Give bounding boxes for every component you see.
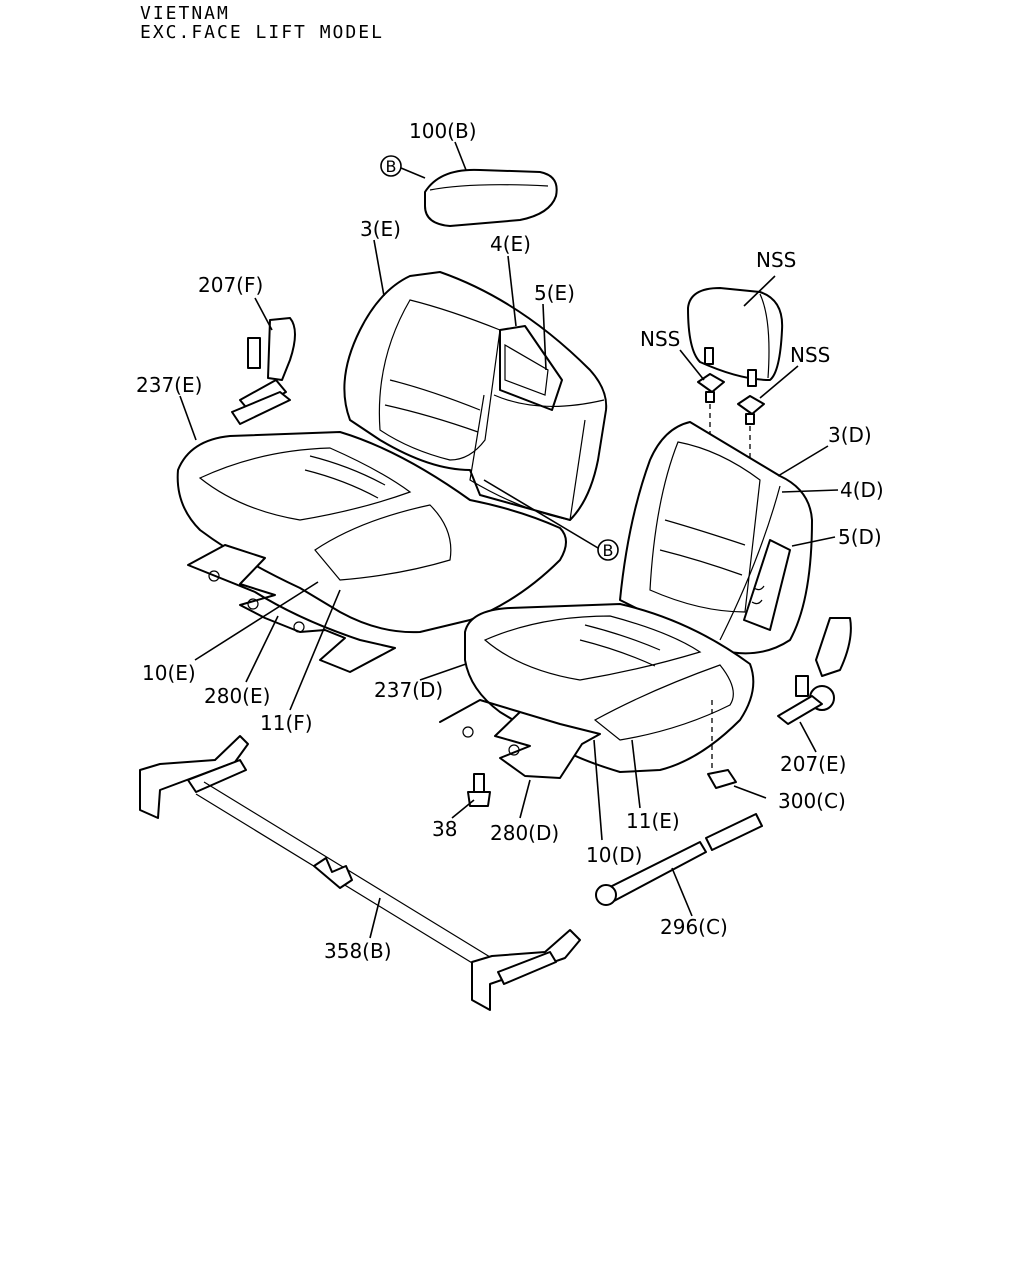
seatbelt-buckle-right[interactable] xyxy=(777,617,852,725)
seat-back-left[interactable] xyxy=(343,271,608,521)
armrest-part[interactable] xyxy=(424,168,558,227)
callout-3D: 3(D) xyxy=(828,423,872,447)
callout-10D: 10(D) xyxy=(586,843,642,867)
reference-mark-b-mid-text: B xyxy=(603,541,614,560)
callout-358B: 358(B) xyxy=(324,939,392,963)
headrest-guide-left[interactable] xyxy=(697,373,725,403)
callout-5E: 5(E) xyxy=(534,281,575,305)
callout-300C: 300(C) xyxy=(778,789,846,813)
reference-mark-b-top-text: B xyxy=(386,157,397,176)
seat-back-trim-right[interactable] xyxy=(743,539,791,631)
callout-207E: 207(E) xyxy=(780,752,846,776)
callout-38: 38 xyxy=(432,817,457,841)
seat-frame-left[interactable] xyxy=(187,544,396,673)
callout-280E: 280(E) xyxy=(204,684,270,708)
reference-mark-b-mid: B xyxy=(597,539,619,561)
callout-11E: 11(E) xyxy=(626,809,680,833)
callout-4D: 4(D) xyxy=(840,478,884,502)
bolt[interactable] xyxy=(467,773,491,807)
callout-nss-right-guide: NSS xyxy=(790,343,830,367)
callout-296C: 296(C) xyxy=(660,915,728,939)
callout-3E: 3(E) xyxy=(360,217,401,241)
headrest[interactable] xyxy=(687,287,784,387)
callout-280D: 280(D) xyxy=(490,821,559,845)
seat-slide-rail[interactable] xyxy=(139,735,581,1011)
callout-4E: 4(E) xyxy=(490,232,531,256)
callout-10E: 10(E) xyxy=(142,661,196,685)
callout-5D: 5(D) xyxy=(838,525,882,549)
seatbelt-buckle-left[interactable] xyxy=(231,317,296,425)
callout-237E: 237(E) xyxy=(136,373,202,397)
seat-frame-right[interactable] xyxy=(439,699,601,779)
strap[interactable] xyxy=(595,813,763,906)
reference-mark-b-top: B xyxy=(380,155,402,177)
callout-11F: 11(F) xyxy=(260,711,313,735)
callout-237D: 237(D) xyxy=(374,678,443,702)
callout-nss-headrest: NSS xyxy=(756,248,796,272)
model-note: EXC.FACE LIFT MODEL xyxy=(140,22,384,43)
clip[interactable] xyxy=(707,769,737,789)
region-label: VIETNAM xyxy=(140,3,230,24)
callout-100B: 100(B) xyxy=(409,119,477,143)
seat-back-trim-left[interactable] xyxy=(469,325,605,521)
callout-207F: 207(F) xyxy=(198,273,263,297)
headrest-guide-right[interactable] xyxy=(737,395,765,425)
callout-nss-left-guide: NSS xyxy=(640,327,680,351)
seat-cushion-left[interactable] xyxy=(176,431,567,634)
